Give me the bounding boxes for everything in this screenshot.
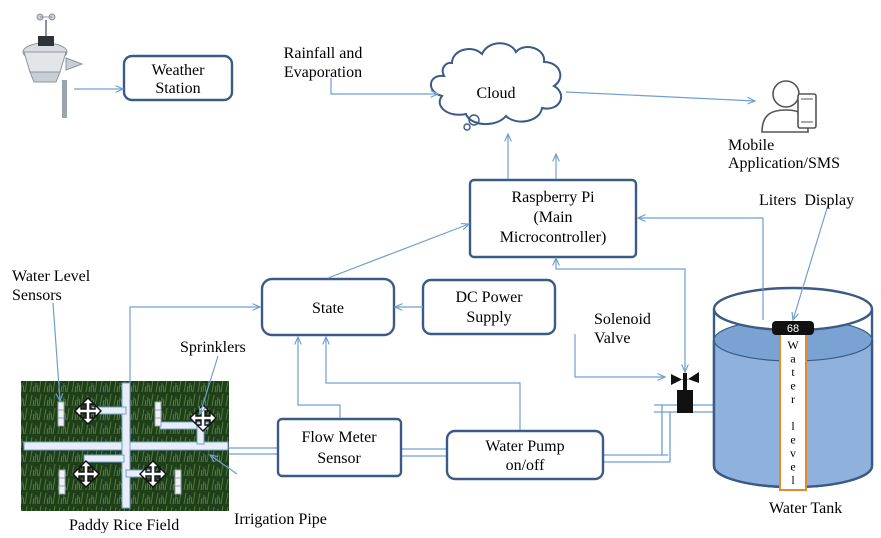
sprinklers-label: Sprinklers	[180, 339, 246, 356]
water-level-letter: e	[790, 433, 795, 447]
dc-power-label-2: Supply	[466, 309, 511, 326]
water-level-letter: e	[790, 379, 795, 393]
water-level-letter: l	[791, 473, 795, 487]
sprinkler-icon	[72, 460, 100, 488]
water-level-sensor-icon	[57, 401, 65, 427]
water-level-letter: l	[791, 419, 795, 433]
paddy-field-label: Paddy Rice Field	[69, 517, 179, 533]
raspberry-pi-box	[468, 178, 638, 259]
water-tank	[712, 286, 874, 491]
mobile-user-icon	[761, 80, 817, 133]
water-level-letter: r	[791, 392, 795, 406]
weather-station-label-2: Station	[155, 80, 200, 97]
water-level-sensors-label-2: Sensors	[12, 287, 62, 304]
state-label: State	[312, 300, 344, 317]
sprinkler-icon	[139, 460, 167, 488]
water-level-sensors	[57, 401, 182, 495]
water-level-letter: t	[791, 365, 795, 379]
liters-display-value: 68	[787, 323, 799, 335]
water-pump-label-2: on/off	[506, 457, 545, 474]
cloud-shape	[430, 42, 563, 125]
raspberry-label-3: Microcontroller)	[500, 229, 607, 246]
water-level-sensor-icon	[58, 469, 66, 495]
raspberry-label-2: (Main	[533, 209, 572, 226]
weather-station-box	[122, 54, 234, 102]
irrigation-pipes	[229, 404, 715, 463]
water-level-sensor-icon	[174, 469, 182, 495]
flow-meter-label-2: Sensor	[317, 450, 361, 467]
water-level-letter: v	[790, 446, 796, 460]
paddy-field	[21, 381, 229, 511]
mobile-label-1: Mobile	[728, 137, 774, 154]
solenoid-label-1: Solenoid	[594, 311, 651, 328]
water-tank-label: Water Tank	[769, 500, 842, 517]
connectors	[52, 78, 829, 475]
rainfall-label-2: Evaporation	[284, 64, 362, 81]
sprinklers	[72, 397, 217, 488]
flow-meter-label-1: Flow Meter	[301, 429, 377, 446]
water-level-sensors-label-1: Water Level	[12, 268, 91, 285]
flow-meter-sensor-box	[276, 417, 403, 478]
dc-power-label-1: DC Power	[455, 289, 523, 306]
weather-station-label-1: Weather	[152, 62, 206, 79]
sprinkler-icon	[189, 404, 217, 432]
cloud-label: Cloud	[476, 85, 515, 102]
water-level-letter: W	[787, 338, 799, 352]
weather-station-icon	[22, 13, 84, 118]
rainfall-label-1: Rainfall and	[284, 45, 363, 62]
labels: Weather Station Rainfall and Evaporation…	[12, 45, 854, 534]
water-pump-label-1: Water Pump	[485, 438, 564, 455]
water-level-letter: a	[790, 352, 796, 366]
irrigation-pipe-label: Irrigation Pipe	[234, 511, 327, 528]
water-level-sensor-icon	[154, 401, 162, 427]
water-level-letter: e	[790, 460, 795, 474]
raspberry-label-1: Raspberry Pi	[511, 189, 595, 206]
mobile-label-2: Application/SMS	[728, 155, 840, 172]
sprinkler-icon	[74, 397, 102, 425]
water-pump-box	[445, 429, 605, 481]
liters-display-label: Liters Display	[759, 192, 854, 209]
solenoid-label-2: Valve	[594, 330, 630, 347]
cloud-tail	[463, 114, 480, 131]
solenoid-valve-icon	[671, 372, 699, 413]
state-box	[260, 277, 396, 337]
